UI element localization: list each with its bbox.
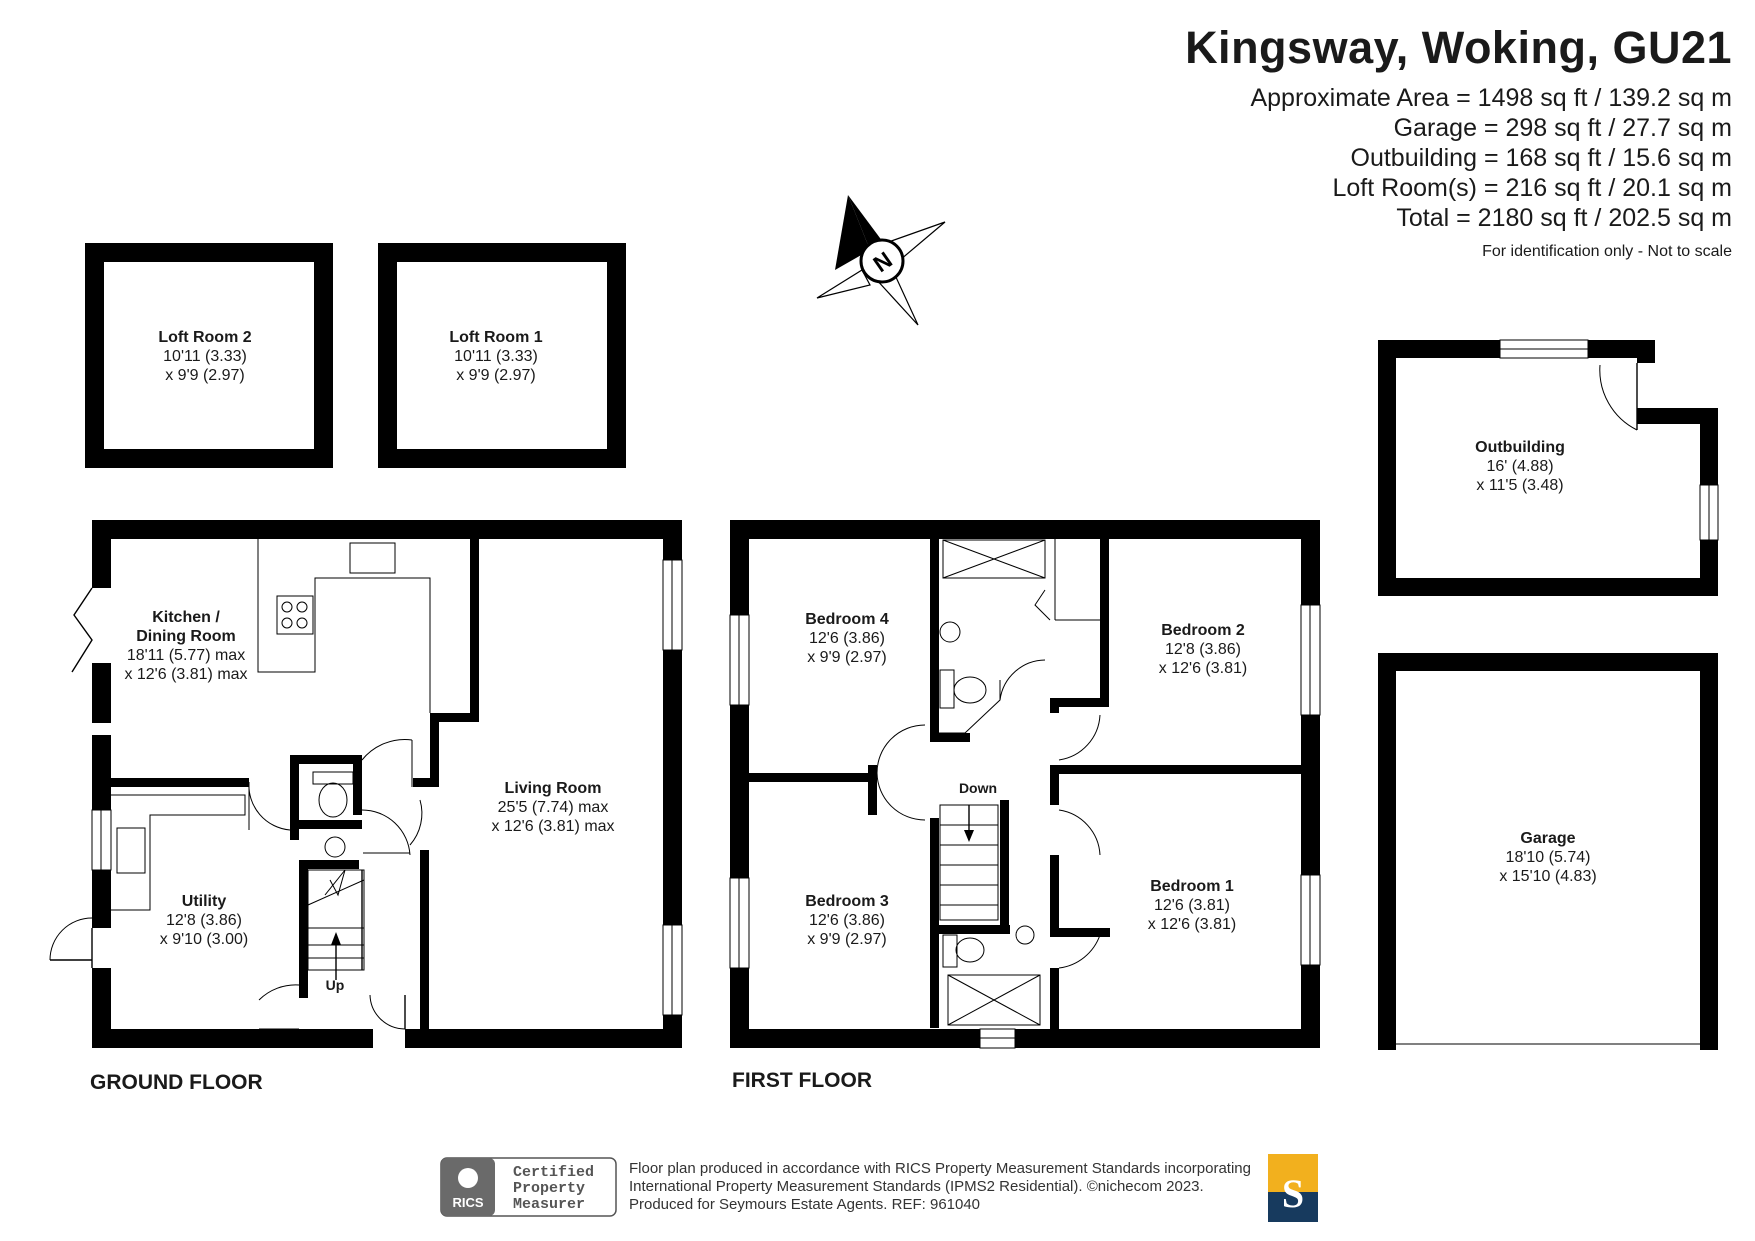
- ground-floor-plan: [49, 520, 683, 1048]
- scale-note: For identification only - Not to scale: [1482, 243, 1732, 260]
- compass-icon: N: [816, 195, 946, 326]
- living-room-dim2: x 12'6 (3.81) max: [491, 818, 614, 835]
- bedroom-2-name: Bedroom 2: [1161, 622, 1245, 639]
- stairs-down-label: Down: [959, 780, 997, 796]
- kitchen-name-line1: Kitchen /: [152, 609, 220, 626]
- utility-dim2: x 9'10 (3.00): [160, 931, 248, 948]
- seymours-logo: S: [1268, 1154, 1318, 1222]
- footer-line-3: Produced for Seymours Estate Agents. REF…: [629, 1196, 981, 1213]
- badge-line-2: Property: [513, 1180, 585, 1197]
- kitchen-dim1: 18'11 (5.77) max: [127, 647, 245, 664]
- rics-badge: RICS Certified Property Measurer: [440, 1157, 617, 1217]
- outbuilding-name: Outbuilding: [1475, 439, 1565, 456]
- area-outbuilding: Outbuilding = 168 sq ft / 15.6 sq m: [1350, 144, 1732, 172]
- stairs-up-label: Up: [326, 977, 345, 993]
- kitchen-name-line2: Dining Room: [136, 628, 236, 645]
- utility-name: Utility: [182, 893, 227, 910]
- loft-room-1-dim1: 10'11 (3.33): [454, 348, 538, 365]
- living-room-name: Living Room: [505, 780, 602, 797]
- loft-room-1: [378, 243, 626, 468]
- badge-line-1: Certified: [513, 1164, 594, 1181]
- bedroom-4-name: Bedroom 4: [805, 611, 889, 628]
- bedroom-1-name: Bedroom 1: [1150, 878, 1234, 895]
- first-floor-label: FIRST FLOOR: [732, 1069, 872, 1092]
- loft-room-1-name: Loft Room 1: [449, 329, 542, 346]
- footer-credits: Floor plan produced in accordance with R…: [629, 1160, 1251, 1214]
- bedroom-1-dim2: x 12'6 (3.81): [1148, 916, 1236, 933]
- footer-line-2: International Property Measurement Stand…: [629, 1178, 1204, 1195]
- first-floor-plan: [729, 520, 1321, 1049]
- loft-room-2-dim1: 10'11 (3.33): [163, 348, 247, 365]
- loft-room-2-dim2: x 9'9 (2.97): [165, 367, 245, 384]
- bedroom-4-dim1: 12'6 (3.86): [809, 630, 885, 647]
- rics-label: RICS: [452, 1195, 483, 1210]
- bedroom-3-name: Bedroom 3: [805, 893, 889, 910]
- footer-line-1: Floor plan produced in accordance with R…: [629, 1160, 1251, 1177]
- bedroom-3-dim1: 12'6 (3.86): [809, 912, 885, 929]
- garage-dim1: 18'10 (5.74): [1506, 849, 1591, 866]
- area-approximate: Approximate Area = 1498 sq ft / 139.2 sq…: [1250, 84, 1732, 112]
- outbuilding-dim1: 16' (4.88): [1486, 458, 1553, 475]
- logo-letter: S: [1282, 1171, 1304, 1216]
- garage-name: Garage: [1520, 830, 1575, 847]
- loft-room-1-dim2: x 9'9 (2.97): [456, 367, 536, 384]
- plan-title: Kingsway, Woking, GU21: [1185, 22, 1732, 73]
- loft-room-2: [85, 243, 333, 468]
- outbuilding: [1378, 339, 1719, 596]
- bedroom-4-dim2: x 9'9 (2.97): [807, 649, 887, 666]
- loft-room-2-name: Loft Room 2: [158, 329, 251, 346]
- area-loft-rooms: Loft Room(s) = 216 sq ft / 20.1 sq m: [1332, 174, 1733, 202]
- ground-floor-label: GROUND FLOOR: [90, 1071, 263, 1094]
- bedroom-2-dim1: 12'8 (3.86): [1165, 641, 1241, 658]
- garage-dim2: x 15'10 (4.83): [1499, 868, 1596, 885]
- area-total: Total = 2180 sq ft / 202.5 sq m: [1396, 204, 1732, 232]
- outbuilding-dim2: x 11'5 (3.48): [1476, 477, 1563, 494]
- bedroom-2-dim2: x 12'6 (3.81): [1159, 660, 1247, 677]
- area-garage: Garage = 298 sq ft / 27.7 sq m: [1393, 114, 1732, 142]
- garage: [1378, 653, 1718, 1061]
- living-room-dim1: 25'5 (7.74) max: [498, 799, 609, 816]
- bedroom-1-dim1: 12'6 (3.81): [1154, 897, 1230, 914]
- kitchen-dim2: x 12'6 (3.81) max: [124, 666, 247, 683]
- badge-line-3: Measurer: [513, 1196, 585, 1213]
- rics-crest-icon: [458, 1168, 478, 1188]
- utility-dim1: 12'8 (3.86): [166, 912, 242, 929]
- bedroom-3-dim2: x 9'9 (2.97): [807, 931, 887, 948]
